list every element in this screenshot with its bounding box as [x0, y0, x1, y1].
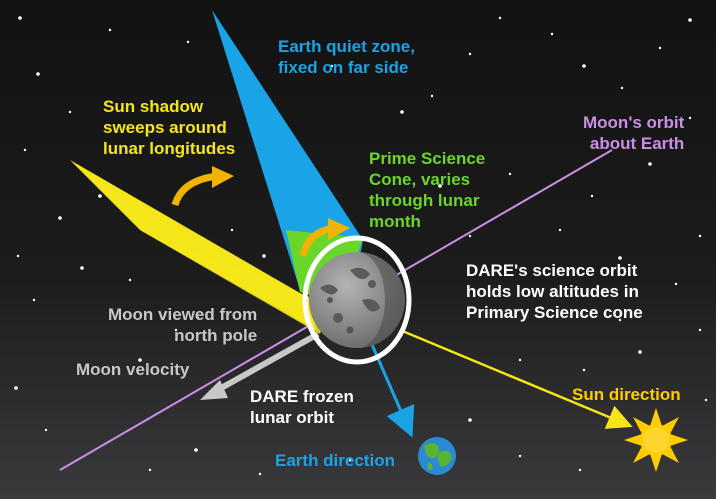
- star: [80, 266, 84, 270]
- sun-icon: [624, 408, 688, 472]
- star: [196, 316, 200, 320]
- star: [16, 254, 20, 258]
- star: [638, 350, 642, 354]
- moon-icon: [309, 252, 405, 348]
- star: [230, 228, 234, 232]
- star: [14, 386, 18, 390]
- star: [174, 328, 178, 332]
- moon-velocity-arrow: [212, 331, 320, 395]
- moon-viewed-label: Moon viewed from north pole: [108, 304, 257, 346]
- star: [468, 234, 472, 238]
- star: [688, 116, 692, 120]
- label-line: month: [369, 212, 421, 231]
- label-line: Earth quiet zone,: [278, 37, 415, 56]
- star: [194, 448, 198, 452]
- star: [468, 52, 472, 56]
- curved-arrow-icon: [299, 218, 350, 257]
- label-line: DARE's science orbit: [466, 261, 638, 280]
- sun-direction-arrow: [399, 328, 633, 429]
- star: [348, 458, 352, 462]
- star: [148, 468, 152, 472]
- label-line: about Earth: [589, 134, 685, 153]
- sun-shadow-label: Sun shadow sweeps around lunar longitude…: [103, 96, 235, 159]
- star: [262, 254, 266, 258]
- star: [108, 28, 112, 32]
- label-line: Sun direction: [572, 385, 681, 404]
- star: [36, 72, 40, 76]
- label-line: Moon viewed from: [108, 305, 258, 324]
- star: [23, 148, 27, 152]
- star: [58, 216, 62, 220]
- label-line: Sun shadow: [103, 97, 204, 116]
- star: [658, 46, 662, 50]
- star: [138, 358, 142, 362]
- star: [582, 64, 586, 68]
- star: [578, 468, 582, 472]
- moon-velocity-arrowhead: [200, 380, 228, 400]
- star: [400, 110, 404, 114]
- star: [688, 18, 692, 22]
- star: [68, 110, 72, 114]
- earth-quiet-zone-label: Earth quiet zone, fixed on far side: [278, 36, 415, 78]
- label-line: fixed on far side: [278, 58, 409, 77]
- sun-shadow-wedge-tip: [140, 230, 330, 334]
- star-field: [14, 16, 708, 476]
- label-line: Primary Science cone: [466, 303, 643, 322]
- label-line: holds low altitudes in: [466, 282, 639, 301]
- star: [674, 282, 678, 286]
- label-line: sweeps around: [103, 118, 227, 137]
- star: [648, 162, 652, 166]
- star: [18, 16, 22, 20]
- star: [498, 16, 502, 20]
- label-line: DARE frozen: [250, 387, 354, 406]
- prime-science-cone-label: Prime Science Cone, varies through lunar…: [369, 148, 485, 232]
- moons-orbit-label: Moon's orbit about Earth: [583, 112, 684, 154]
- label-line: Prime Science: [369, 149, 486, 168]
- star: [704, 398, 708, 402]
- label-line: Earth direction: [275, 451, 395, 470]
- sun-direction-label: Sun direction: [572, 384, 681, 405]
- star: [430, 94, 434, 98]
- dare-orbit-ring: [302, 235, 412, 365]
- label-line: north pole: [174, 326, 258, 345]
- star: [618, 318, 622, 322]
- star: [550, 32, 554, 36]
- star: [618, 256, 622, 260]
- star: [698, 234, 702, 238]
- label-line: through lunar: [369, 191, 480, 210]
- label-line: Cone, varies: [369, 170, 471, 189]
- star: [518, 454, 522, 458]
- star: [438, 184, 442, 188]
- star: [558, 228, 562, 232]
- star: [258, 472, 262, 476]
- star: [186, 40, 190, 44]
- star: [620, 86, 624, 90]
- star: [98, 194, 102, 198]
- star: [698, 328, 702, 332]
- right-border: [716, 0, 726, 499]
- dare-science-orbit-label: DARE's science orbit holds low altitudes…: [466, 260, 643, 323]
- earth-quiet-zone-wedge: [212, 10, 363, 290]
- label-line: lunar orbit: [250, 408, 335, 427]
- star: [44, 428, 48, 432]
- star: [590, 194, 594, 198]
- label-line: lunar longitudes: [103, 139, 236, 158]
- star: [32, 298, 36, 302]
- dare-frozen-orbit-label: DARE frozen lunar orbit: [250, 386, 354, 428]
- star: [508, 172, 512, 176]
- star: [582, 368, 586, 372]
- star: [330, 64, 334, 68]
- label-line: Moon's orbit: [583, 113, 685, 132]
- star: [518, 358, 522, 362]
- moon-velocity-label: Moon velocity: [76, 359, 189, 380]
- curved-arrow-icon: [171, 166, 234, 207]
- earth-direction-label: Earth direction: [275, 450, 395, 471]
- star: [128, 278, 132, 282]
- label-line: Moon velocity: [76, 360, 190, 379]
- star: [468, 418, 472, 422]
- earth-icon: [418, 437, 456, 475]
